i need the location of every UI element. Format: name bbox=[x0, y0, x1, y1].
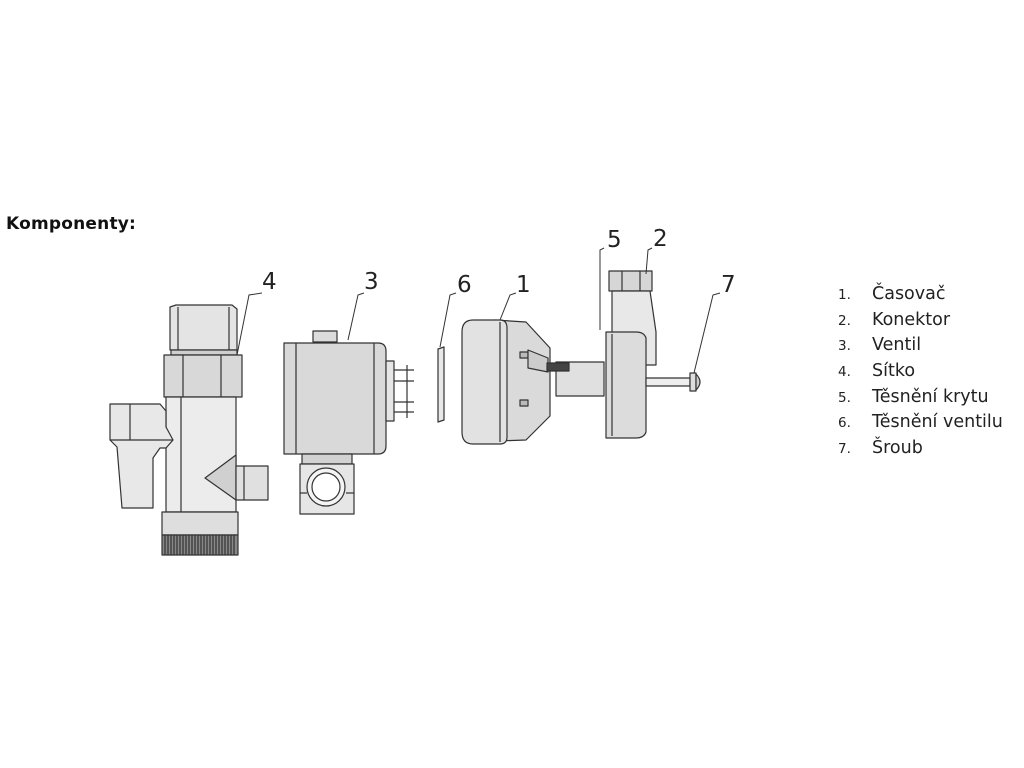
leader-line-6 bbox=[439, 292, 457, 348]
legend-label: Konektor bbox=[872, 309, 951, 330]
parts-legend: 1. Časovač 2. Konektor 3. Ventil 4. Sítko 5.… bbox=[838, 284, 1003, 464]
callout-4: 4 bbox=[262, 269, 277, 295]
connector-assembly-part bbox=[546, 270, 701, 439]
legend-item: 2. Konektor bbox=[838, 310, 1003, 336]
strainer-part bbox=[109, 304, 269, 556]
legend-number: 1. bbox=[838, 287, 851, 303]
legend-number: 7. bbox=[838, 441, 851, 458]
legend-number: 6. bbox=[838, 415, 851, 432]
leader-line-5 bbox=[599, 247, 605, 330]
legend-item: 5. Těsnění krytu bbox=[838, 387, 1003, 413]
legend-label: Těsnění krytu bbox=[872, 386, 989, 407]
leader-line-1 bbox=[499, 292, 517, 321]
legend-label: Časovač bbox=[872, 284, 946, 304]
legend-label: Těsnění ventilu bbox=[872, 412, 1003, 433]
legend-item: 3. Ventil bbox=[838, 335, 1003, 361]
leader-line-2 bbox=[645, 247, 653, 275]
callout-3: 3 bbox=[364, 269, 379, 295]
legend-label: Sítko bbox=[872, 361, 916, 382]
valve-part bbox=[283, 330, 414, 515]
valve-gasket-part bbox=[437, 346, 445, 423]
callout-5: 5 bbox=[607, 227, 622, 253]
timer-part bbox=[461, 319, 551, 445]
diagram-heading: Komponenty: bbox=[6, 214, 137, 234]
callout-2: 2 bbox=[653, 226, 668, 252]
legend-label: Ventil bbox=[872, 335, 922, 356]
legend-item: 4. Sítko bbox=[838, 361, 1003, 387]
legend-number: 4. bbox=[838, 364, 851, 381]
legend-number: 3. bbox=[838, 338, 851, 355]
leader-line-7 bbox=[693, 292, 721, 374]
callout-6: 6 bbox=[457, 272, 472, 298]
legend-item: 7. Šroub bbox=[838, 438, 1003, 464]
callout-7: 7 bbox=[721, 272, 736, 298]
leader-line-4 bbox=[236, 292, 263, 356]
callout-1: 1 bbox=[516, 272, 531, 298]
legend-item: 6. Těsnění ventilu bbox=[838, 412, 1003, 438]
legend-item: 1. Časovač bbox=[838, 284, 1003, 310]
legend-number: 2. bbox=[838, 312, 851, 329]
legend-label: Šroub bbox=[872, 438, 923, 459]
leader-line-3 bbox=[347, 292, 365, 341]
legend-number: 5. bbox=[838, 389, 851, 406]
